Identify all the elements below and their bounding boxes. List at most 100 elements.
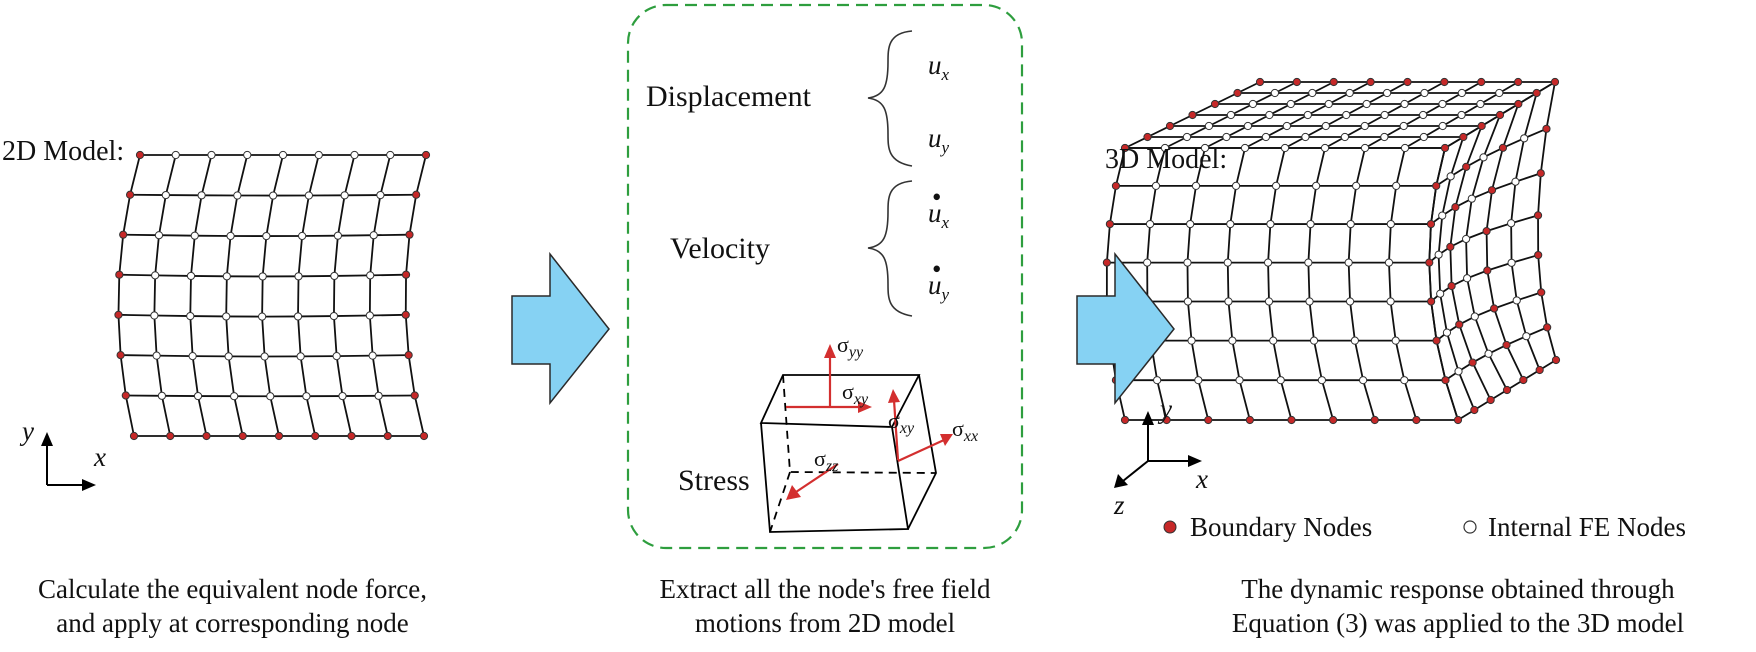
boundary-node (1470, 405, 1479, 415)
boundary-node (1427, 297, 1436, 306)
caption-3d-line1: The dynamic response obtained through (1241, 574, 1675, 604)
internal-node (333, 231, 343, 240)
internal-node (1320, 143, 1330, 153)
boundary-node (135, 150, 145, 160)
internal-node (1191, 181, 1201, 190)
mesh-3d-front-line (1347, 147, 1376, 421)
stress-arrows (786, 344, 953, 500)
boundary-node (1366, 77, 1375, 87)
mesh-3d-side-line (1430, 254, 1539, 303)
boundary-node (1403, 77, 1412, 87)
internal-node (1263, 258, 1273, 267)
boundary-node (1204, 415, 1213, 425)
mesh-2d-line (153, 154, 177, 437)
boundary-node (274, 431, 284, 441)
internal-node (350, 150, 359, 160)
internal-node (304, 191, 313, 200)
internal-node (1145, 219, 1155, 229)
axis-z-label-3d: z (1114, 490, 1125, 520)
internal-node (1243, 121, 1253, 131)
internal-node (262, 231, 271, 241)
mesh-2d-line (404, 154, 427, 437)
internal-node (157, 391, 167, 400)
boundary-node (1487, 186, 1497, 195)
internal-node (1317, 376, 1327, 385)
internal-node (1228, 336, 1237, 345)
boundary-node (347, 431, 356, 441)
internal-node (1346, 219, 1355, 229)
internal-node (1438, 99, 1447, 109)
internal-node (1360, 121, 1369, 131)
internal-node (1522, 332, 1531, 341)
internal-node (1194, 376, 1203, 385)
mesh-3d-front-line (1226, 147, 1251, 421)
internal-node (1240, 143, 1250, 153)
boundary-node (410, 391, 419, 400)
boundary-node (1462, 162, 1471, 171)
mesh-3d-side-line (1430, 172, 1542, 225)
internal-node (233, 191, 242, 200)
sigma-xy2-label: σxy (888, 408, 915, 437)
internal-node (1457, 88, 1466, 98)
boundary-node (1519, 375, 1528, 385)
internal-node (1463, 274, 1472, 283)
internal-node (150, 311, 159, 320)
internal-node (1400, 143, 1410, 153)
boundary-node (1455, 320, 1464, 329)
internal-node (1264, 297, 1274, 306)
boundary-node (1210, 99, 1220, 109)
internal-node (1308, 88, 1317, 98)
legend-boundary-dot-icon (1163, 520, 1177, 534)
boundary-node (401, 310, 410, 319)
internal-node (222, 272, 231, 281)
boundary-node (1514, 99, 1523, 109)
internal-node (1446, 172, 1455, 181)
internal-node (222, 312, 231, 321)
boundary-node (125, 190, 135, 199)
internal-node (1151, 181, 1161, 190)
sigma-xx-label: σxx (952, 416, 979, 445)
internal-node (294, 272, 303, 281)
mesh-2d-line (333, 154, 356, 437)
internal-node (161, 190, 170, 200)
boundary-node (1287, 415, 1296, 425)
mesh-2d-line (261, 154, 284, 437)
axis-y-label-2d: y (22, 416, 34, 446)
internal-node (330, 271, 339, 281)
internal-node (376, 190, 385, 200)
internal-node (314, 150, 323, 160)
internal-node (1223, 258, 1232, 267)
boundary-node (129, 431, 139, 441)
internal-node (1271, 181, 1281, 190)
mesh-2d-line (189, 154, 213, 437)
displacement-label: Displacement (646, 80, 811, 113)
internal-node (1512, 296, 1521, 305)
brace-displacement-icon (867, 30, 913, 167)
internal-node (1305, 297, 1314, 306)
boundary-node (1502, 385, 1512, 395)
internal-node (1226, 110, 1236, 120)
boundary-node (1188, 110, 1197, 120)
mesh-3d-front-line (1388, 147, 1418, 421)
caption-middle-line1: Extract all the node's free field (659, 574, 991, 604)
internal-node (1345, 297, 1355, 306)
internal-node (188, 351, 197, 361)
brace-velocity-icon (867, 180, 913, 317)
internal-node (1434, 250, 1443, 259)
internal-node (332, 351, 341, 361)
boundary-node (1532, 88, 1541, 98)
internal-node (1200, 143, 1210, 153)
ux-symbol: ux (928, 50, 950, 84)
internal-node (1454, 367, 1463, 376)
internal-node (1382, 88, 1392, 98)
boundary-node (1551, 355, 1561, 365)
uy-symbol: uy (928, 123, 950, 157)
boundary-node (1542, 124, 1551, 133)
internal-node (1261, 132, 1271, 142)
internal-node (1231, 181, 1241, 190)
internal-node (1186, 219, 1195, 229)
flow-arrow-left (511, 251, 610, 406)
internal-node (1479, 153, 1488, 162)
internal-node (1143, 258, 1152, 267)
internal-node (1399, 121, 1408, 131)
